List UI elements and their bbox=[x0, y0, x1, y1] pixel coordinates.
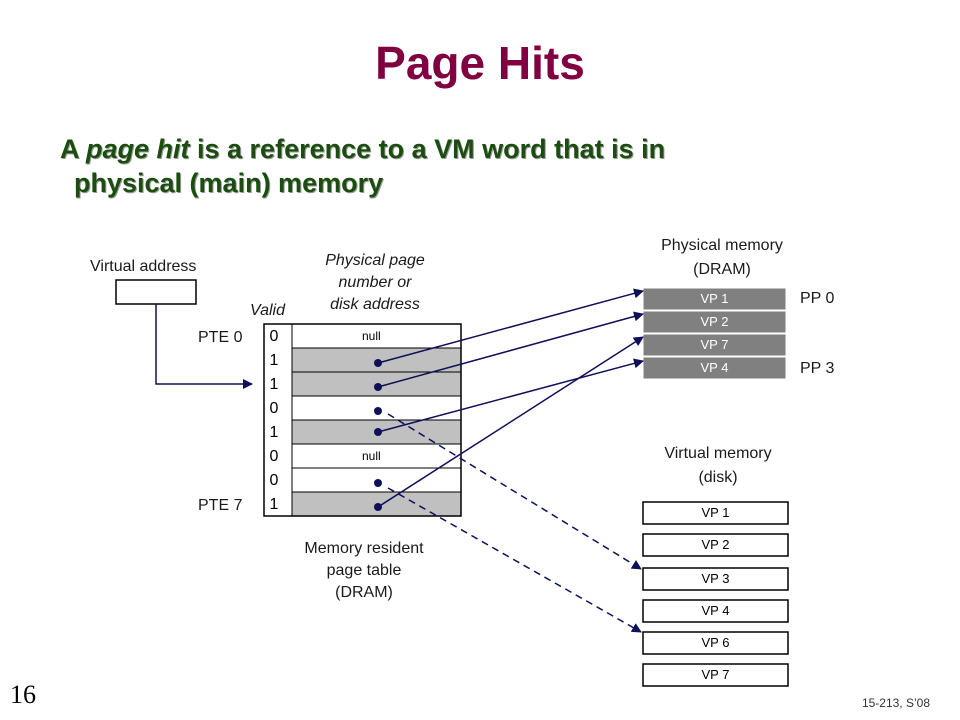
arrow-pte4-vp4 bbox=[377, 358, 644, 433]
disk-page-block bbox=[642, 599, 789, 623]
bullet-line1-rest: is a reference to a VM word that is in bbox=[189, 134, 666, 164]
ppn-header: Physical page number or disk address bbox=[300, 250, 450, 316]
disk-page-block bbox=[642, 501, 789, 525]
bullet-emphasis: page hit bbox=[86, 134, 190, 164]
physical-page-label: VP 2 bbox=[700, 314, 729, 329]
arrow-pte1-vp1 bbox=[377, 288, 644, 364]
physical-page-label: VP 4 bbox=[700, 360, 729, 375]
valid-bit: 0 bbox=[269, 328, 279, 345]
virtual-memory bbox=[642, 501, 789, 687]
entry-dot bbox=[374, 383, 382, 391]
bullet-line2: physical (main) memory bbox=[74, 168, 384, 198]
entry-dot bbox=[374, 428, 382, 436]
valid-bit: 0 bbox=[269, 472, 279, 489]
valid-bit: 1 bbox=[269, 376, 279, 393]
disk-page-label: VP 6 bbox=[701, 635, 730, 650]
disk-page-block bbox=[642, 631, 789, 655]
arrow-pte7-vp7 bbox=[377, 336, 644, 508]
ppn-header-line3: disk address bbox=[330, 296, 420, 313]
disk-page-label: VP 7 bbox=[701, 667, 730, 682]
virtual-address-box bbox=[115, 279, 197, 305]
disk-page-label: VP 3 bbox=[701, 571, 730, 586]
valid-bit: 1 bbox=[269, 352, 279, 369]
entry-dot bbox=[374, 359, 382, 367]
pte7-label: PTE 7 bbox=[198, 497, 243, 514]
physical-memory-title: Physical memory (DRAM) bbox=[632, 234, 812, 282]
slide-number: 16 bbox=[10, 680, 36, 709]
caption-line3: (DRAM) bbox=[335, 584, 393, 601]
page-table-border bbox=[263, 323, 462, 517]
valid-bit: 1 bbox=[269, 424, 279, 441]
null-entry: null bbox=[362, 329, 381, 343]
arrow-pte2-vp2 bbox=[377, 311, 644, 388]
entry-dot bbox=[374, 407, 382, 415]
arrow-pte3-disk-vp3 bbox=[387, 413, 642, 570]
disk-page-block bbox=[642, 567, 789, 591]
disk-page-label: VP 2 bbox=[701, 537, 730, 552]
page-table-caption: Memory resident page table (DRAM) bbox=[274, 538, 454, 604]
virtual-memory-title: Virtual memory (disk) bbox=[628, 442, 808, 490]
caption-line1: Memory resident bbox=[304, 540, 424, 557]
caption-line2: page table bbox=[326, 562, 402, 579]
valid-bit: 1 bbox=[269, 496, 279, 513]
ppn-header-line2: number or bbox=[338, 274, 412, 291]
physical-page-label: VP 1 bbox=[700, 291, 729, 306]
virtual-address-connector bbox=[155, 304, 253, 389]
virtual-address-label: Virtual address bbox=[90, 258, 197, 275]
physical-page-block bbox=[642, 287, 787, 311]
course-footer: 15-213, S’08 bbox=[861, 696, 930, 710]
physical-page-block bbox=[642, 310, 787, 334]
valid-header: Valid bbox=[250, 302, 285, 319]
physical-page-label: VP 7 bbox=[700, 337, 729, 352]
disk-page-label: VP 1 bbox=[701, 505, 730, 520]
vm-title-line2: (disk) bbox=[698, 469, 738, 486]
ppn-header-line1: Physical page bbox=[325, 252, 425, 269]
pm-title-line1: Physical memory bbox=[661, 237, 783, 254]
disk-page-label: VP 4 bbox=[701, 603, 730, 618]
vm-title-line1: Virtual memory bbox=[664, 445, 772, 462]
pte0-label: PTE 0 bbox=[198, 329, 243, 346]
bullet-prefix: A bbox=[60, 134, 86, 164]
bullet-text: A page hit is a reference to a VM word t… bbox=[60, 132, 920, 200]
entry-dot bbox=[374, 503, 382, 511]
valid-bit: 0 bbox=[269, 448, 279, 465]
null-entry: null bbox=[362, 449, 381, 463]
arrow-pte6-disk-vp6 bbox=[387, 487, 642, 633]
physical-memory bbox=[642, 287, 787, 380]
pp3-label: PP 3 bbox=[800, 360, 835, 377]
entry-dot bbox=[374, 479, 382, 487]
pp0-label: PP 0 bbox=[800, 290, 835, 307]
valid-bit: 0 bbox=[269, 400, 279, 417]
page-table bbox=[291, 323, 462, 517]
disk-page-block bbox=[642, 663, 789, 687]
page-title: Page Hits bbox=[375, 37, 585, 89]
pm-title-line2: (DRAM) bbox=[693, 261, 751, 278]
disk-page-block bbox=[642, 533, 789, 557]
